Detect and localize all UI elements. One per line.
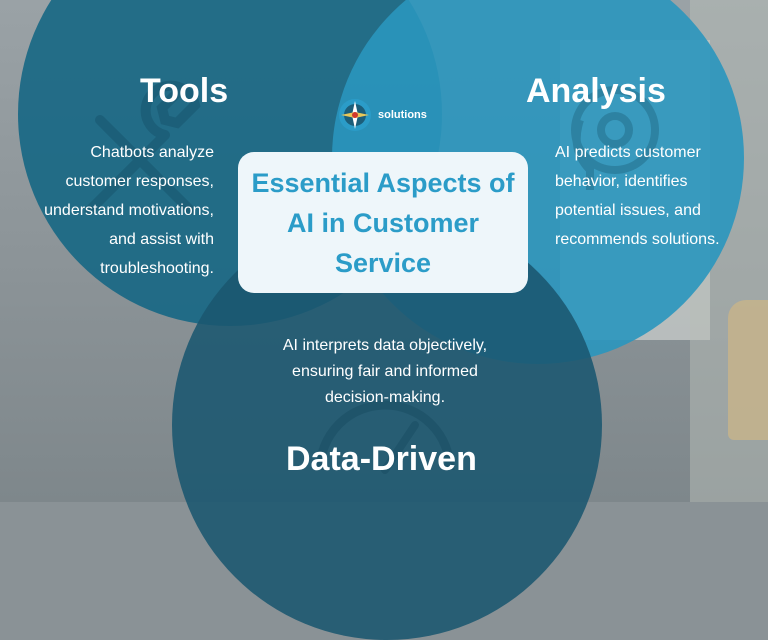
background-bag xyxy=(728,300,768,440)
analysis-description: AI predicts customer behavior, identifie… xyxy=(555,144,720,248)
center-title-box: Essential Aspects of AI in Customer Serv… xyxy=(238,152,528,293)
center-title: Essential Aspects of AI in Customer Serv… xyxy=(251,167,515,278)
data-driven-description: AI interprets data objectively, ensuring… xyxy=(282,337,488,406)
tools-heading: Tools xyxy=(140,72,229,110)
gauge-icon xyxy=(315,400,455,474)
brand-logo: solutions xyxy=(338,98,427,132)
tools-description: Chatbots analyze customer responses, und… xyxy=(44,144,214,277)
head-gears-icon xyxy=(571,86,659,190)
analysis-heading: Analysis xyxy=(526,72,666,110)
brand-name-bottom: solutions xyxy=(378,109,427,121)
brand-wordmark: solutions xyxy=(378,109,427,121)
wrench-icon xyxy=(85,80,201,215)
data-driven-heading: Data-Driven xyxy=(286,440,477,478)
compass-icon xyxy=(339,99,371,131)
